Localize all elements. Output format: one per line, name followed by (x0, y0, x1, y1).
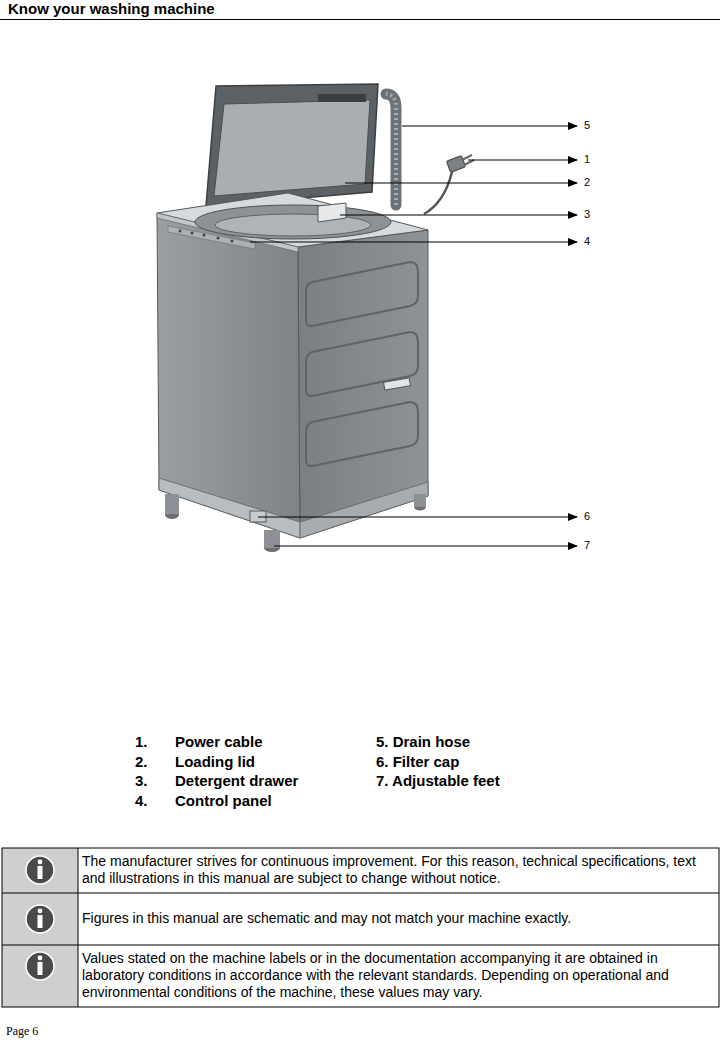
page-number: Page 6 (6, 1024, 38, 1038)
part-number: 4. (135, 792, 148, 810)
note-text: Values stated on the machine labels or i… (82, 950, 712, 1000)
callout-number: 5 (584, 119, 590, 132)
heading-rule (0, 19, 720, 20)
part-number: 1. (135, 733, 148, 751)
part-item: 6. Filter cap (376, 753, 459, 771)
part-number: 3. (135, 772, 148, 790)
leader-lines (250, 126, 577, 546)
note-text: Figures in this manual are schematic and… (82, 910, 712, 927)
page-heading: Know your washing machine (8, 0, 215, 18)
part-item: 5. Drain hose (376, 733, 470, 751)
callout-number: 6 (584, 510, 590, 523)
callout-number: 4 (584, 235, 590, 248)
part-name: Detergent drawer (175, 772, 298, 790)
info-table (2, 848, 719, 1007)
part-number: 2. (135, 753, 148, 771)
part-name: Power cable (175, 733, 263, 751)
part-name: Loading lid (175, 753, 255, 771)
washing-machine-illustration (157, 84, 474, 552)
callout-number: 1 (584, 153, 590, 166)
callout-number: 3 (584, 208, 590, 221)
callout-number: 2 (584, 176, 590, 189)
callout-number: 7 (584, 539, 590, 552)
info-icon (26, 856, 54, 980)
part-name: Control panel (175, 792, 272, 810)
part-item: 7. Adjustable feet (376, 772, 500, 790)
note-text: The manufacturer strives for continuous … (82, 853, 712, 887)
